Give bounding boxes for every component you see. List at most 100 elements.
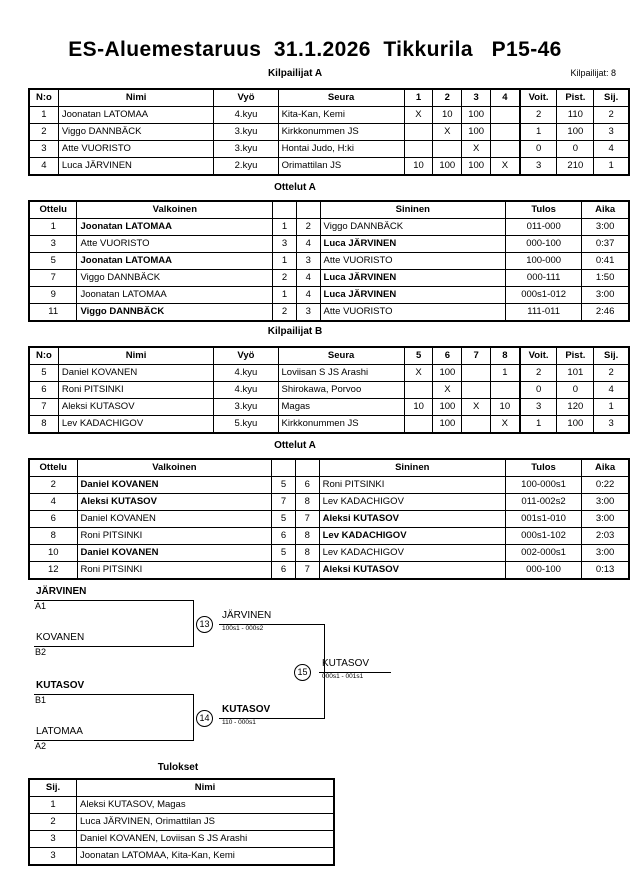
match-result: 011-000: [505, 218, 583, 236]
column-header-n:o: N:o: [28, 88, 59, 107]
bracket-entry-name-0: JÄRVINEN: [36, 586, 87, 597]
white-competitor: Viggo DANNBÄCK: [76, 303, 274, 322]
rank-cell: 2: [593, 106, 630, 124]
blue-competitor: Luca JÄRVINEN: [319, 235, 507, 253]
caption-matches-a: Ottelut A: [274, 182, 316, 193]
bracket-entry-seed-0: A1: [35, 601, 47, 611]
competitor-belt: 3.kyu: [213, 140, 279, 158]
match-number: 3: [28, 235, 78, 253]
entrant-count: Kilpailijat: 8: [570, 68, 616, 78]
white-competitor: Viggo DANNBÄCK: [76, 269, 274, 287]
column-header-sininen: Sininen: [319, 200, 507, 219]
bracket-final-score: 000s1 - 001s1: [322, 673, 364, 680]
competitor-name: Lev KADACHIGOV: [57, 415, 215, 434]
white-index: 2: [272, 303, 297, 322]
competitor-name: Aleksi KUTASOV: [57, 398, 215, 416]
white-competitor: Joonatan LATOMAA: [76, 218, 274, 236]
result-cell: X: [432, 381, 463, 399]
wins-cell: 3: [518, 398, 558, 416]
bracket-semifinal-winner-0: JÄRVINEN: [222, 610, 272, 621]
points-cell: 100: [556, 123, 595, 141]
result-cell: X: [432, 123, 463, 141]
result-cell: 10: [489, 398, 521, 416]
blue-index: 7: [294, 561, 320, 580]
rank-cell: 4: [593, 140, 630, 158]
competitor-number: 5: [28, 364, 59, 382]
column-header-rank: Sij.: [593, 346, 630, 365]
competitor-name: Daniel KOVANEN: [57, 364, 215, 382]
match-number: 8: [28, 527, 78, 545]
white-index: 5: [271, 476, 296, 494]
result-cell: 100: [432, 415, 463, 434]
competitor-belt: 3.kyu: [213, 398, 279, 416]
competitor-belt: 4.kyu: [213, 364, 279, 382]
bracket-match-number-14: 14: [196, 710, 213, 727]
column-header-sij: Sij.: [28, 778, 77, 797]
bracket-line: [193, 694, 194, 741]
result-rank: 3: [28, 847, 77, 866]
match-result: 000-111: [505, 269, 583, 287]
column-header-points: Pist.: [556, 88, 595, 107]
bracket-line: [319, 672, 391, 673]
match-result: 111-011: [505, 303, 583, 322]
bracket-match-number-13: 13: [196, 616, 213, 633]
column-header-sininen: Sininen: [318, 458, 506, 477]
points-cell: 110: [556, 106, 595, 124]
competitor-number: 6: [28, 381, 59, 399]
competitor-belt: 5.kyu: [213, 415, 279, 434]
bracket-line: [34, 740, 193, 741]
match-time: 0:41: [581, 252, 630, 270]
white-competitor: Aleksi KUTASOV: [76, 493, 273, 511]
blue-index: 3: [295, 303, 321, 322]
elimination-bracket: JÄRVINEN A1 KOVANEN B2 13 JÄRVINEN 100s1…: [0, 580, 630, 760]
match-time: 3:00: [581, 510, 630, 528]
result-cell: [461, 381, 491, 399]
result-cell: [490, 123, 521, 141]
competitor-number: 4: [28, 157, 59, 176]
match-number: 6: [28, 510, 78, 528]
blue-index: 8: [294, 544, 320, 562]
match-time: 0:37: [581, 235, 630, 253]
white-competitor: Daniel KOVANEN: [76, 510, 273, 528]
competitor-number: 3: [28, 140, 59, 158]
column-header-ottelu: Ottelu: [28, 458, 78, 477]
white-index: 1: [272, 286, 297, 304]
result-cell: 10: [432, 106, 463, 124]
competitor-name: Roni PITSINKI: [57, 381, 215, 399]
column-header-aika: Aika: [581, 200, 630, 219]
column-header-rank: Sij.: [593, 88, 630, 107]
match-result: 100-000: [505, 252, 583, 270]
result-name: Aleksi KUTASOV, Magas: [76, 796, 335, 814]
match-number: 11: [28, 303, 78, 322]
bracket-final-winner: KUTASOV: [322, 658, 370, 669]
match-result: 000-100: [504, 561, 583, 580]
match-time: 0:13: [581, 561, 630, 580]
column-header-opponent-2: 2: [432, 88, 463, 107]
white-competitor: Roni PITSINKI: [76, 561, 273, 580]
bracket-match-number-15: 15: [294, 664, 311, 681]
caption-pool-b: Kilpailijat B: [267, 326, 323, 337]
competitor-belt: 2.kyu: [213, 157, 279, 176]
bracket-entry-seed-2: B1: [35, 695, 47, 705]
column-header-opponent-1: 1: [403, 88, 434, 107]
column-header-aika: Aika: [581, 458, 630, 477]
result-cell: 100: [461, 106, 492, 124]
competitor-belt: 4.kyu: [213, 106, 279, 124]
column-header-nimi: Nimi: [57, 88, 215, 107]
wins-cell: 2: [518, 364, 558, 382]
caption-pool-a: Kilpailijat A: [267, 68, 323, 79]
bracket-line: [34, 600, 193, 601]
points-cell: 0: [556, 140, 595, 158]
